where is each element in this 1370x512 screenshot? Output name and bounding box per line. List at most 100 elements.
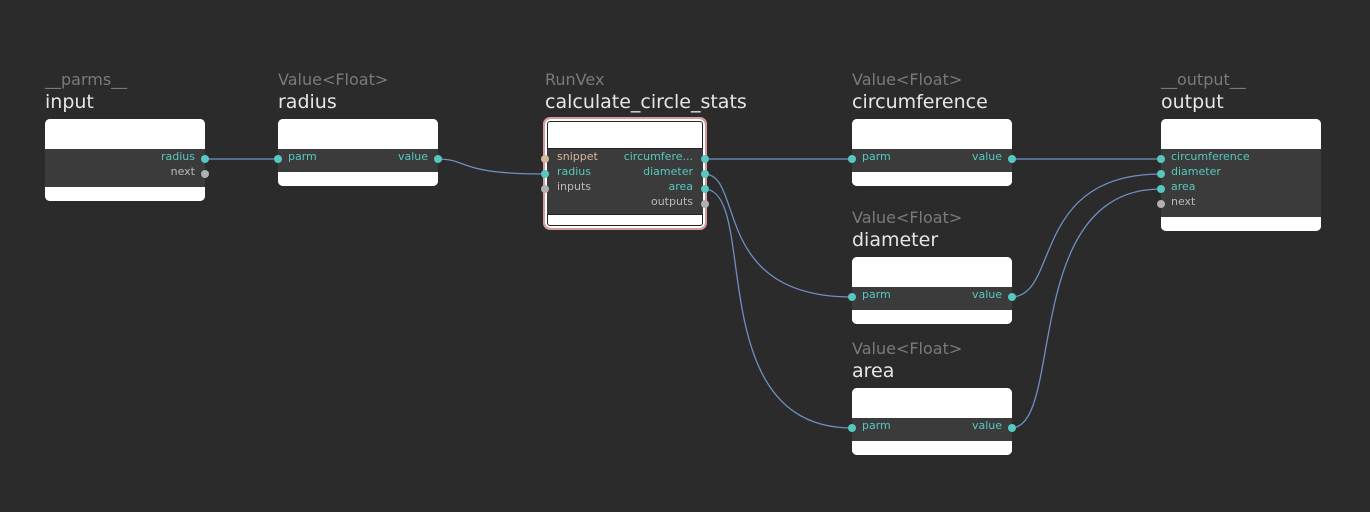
output-port-value[interactable]: [1008, 293, 1016, 301]
node-header[interactable]: [852, 257, 1012, 287]
port-row-outputs: outputs: [547, 194, 703, 209]
node-type-label: __output__: [1161, 70, 1246, 89]
output-port-radius[interactable]: [201, 155, 209, 163]
node-type-label: Value<Float>: [852, 208, 963, 227]
wire-radius-value-to-calc-radius[interactable]: [436, 158, 546, 175]
input-port-radius[interactable]: [541, 170, 549, 178]
output-port-value[interactable]: [434, 155, 442, 163]
port-label: area: [1171, 180, 1196, 193]
output-port-next[interactable]: [201, 170, 209, 178]
input-port-inputs[interactable]: [541, 185, 549, 193]
port-label: diameter: [643, 165, 693, 178]
output-port-value[interactable]: [1008, 155, 1016, 163]
node-box[interactable]: parm value: [852, 257, 1012, 324]
node-box[interactable]: circumference diameter area next: [1161, 119, 1321, 231]
input-port-next[interactable]: [1157, 200, 1165, 208]
output-port-outputs[interactable]: [701, 200, 709, 208]
wire-diameter-value-to-output[interactable]: [1010, 173, 1162, 298]
node-type-label: Value<Float>: [852, 339, 963, 358]
node-header[interactable]: [1161, 119, 1321, 149]
node-header[interactable]: [852, 388, 1012, 418]
output-port-area[interactable]: [701, 185, 709, 193]
port-label: next: [170, 165, 195, 178]
port-row-parm-value: parm value: [852, 149, 1012, 164]
port-label: outputs: [650, 195, 693, 208]
port-row-parm-value: parm value: [852, 418, 1012, 433]
output-port-value[interactable]: [1008, 424, 1016, 432]
wire-area-value-to-output[interactable]: [1010, 188, 1162, 429]
port-label: value: [971, 150, 1002, 163]
node-footer: [45, 187, 205, 201]
port-row-parm-value: parm value: [278, 149, 438, 164]
port-row-snippet-circumference: snippet circumfere...: [547, 149, 703, 164]
input-port-parm[interactable]: [848, 424, 856, 432]
node-input[interactable]: __parms__ input radius next: [45, 70, 209, 201]
node-name-label: calculate_circle_stats: [545, 91, 747, 113]
port-label: area: [668, 180, 693, 193]
node-name-label: input: [45, 91, 94, 113]
port-label: circumference: [1171, 150, 1250, 163]
port-label: parm: [862, 419, 891, 432]
node-circumference[interactable]: Value<Float> circumference parm value: [848, 70, 1016, 186]
node-footer: [1161, 217, 1321, 231]
input-port-parm[interactable]: [848, 293, 856, 301]
input-port-snippet[interactable]: [541, 155, 549, 163]
port-label: value: [397, 150, 428, 163]
node-type-label: __parms__: [45, 70, 128, 89]
port-label: value: [971, 288, 1002, 301]
port-label: parm: [862, 150, 891, 163]
port-label: parm: [862, 288, 891, 301]
node-name-label: output: [1161, 91, 1224, 113]
port-row-parm-value: parm value: [852, 287, 1012, 302]
node-header[interactable]: [547, 121, 703, 149]
node-calculate-circle-stats[interactable]: RunVex calculate_circle_stats snippet ci…: [541, 70, 747, 230]
node-name-label: circumference: [852, 91, 988, 113]
port-row-area: area: [1161, 179, 1321, 194]
port-row-circumference: circumference: [1161, 149, 1321, 164]
port-label: next: [1171, 195, 1196, 208]
node-header[interactable]: [45, 119, 205, 149]
node-radius[interactable]: Value<Float> radius parm value: [274, 70, 442, 186]
port-label: diameter: [1171, 165, 1221, 178]
node-ports: snippet circumfere... radius diameter in…: [547, 149, 703, 214]
input-port-circumference[interactable]: [1157, 155, 1165, 163]
port-row-radius-diameter: radius diameter: [547, 164, 703, 179]
output-port-circumference[interactable]: [701, 155, 709, 163]
node-ports: circumference diameter area next: [1161, 149, 1321, 217]
node-name-label: radius: [278, 91, 337, 113]
port-label: radius: [557, 165, 592, 178]
port-label: inputs: [557, 180, 592, 193]
node-box[interactable]: snippet circumfere... radius diameter in…: [543, 117, 707, 230]
port-label: radius: [160, 150, 195, 163]
node-footer: [852, 441, 1012, 455]
node-footer: [852, 310, 1012, 324]
port-row-next: next: [45, 164, 205, 179]
port-label: circumfere...: [623, 150, 693, 163]
node-box[interactable]: parm value: [278, 119, 438, 186]
port-row-inputs-area: inputs area: [547, 179, 703, 194]
node-output[interactable]: __output__ output circumference diameter…: [1157, 70, 1321, 231]
node-name-label: area: [852, 360, 895, 382]
port-label: parm: [288, 150, 317, 163]
node-ports: parm value: [852, 149, 1012, 172]
input-port-parm[interactable]: [848, 155, 856, 163]
node-footer: [547, 214, 703, 226]
node-type-label: Value<Float>: [852, 70, 963, 89]
node-box[interactable]: parm value: [852, 388, 1012, 455]
input-port-diameter[interactable]: [1157, 170, 1165, 178]
wire-calc-diameter-to-diameter-parm[interactable]: [703, 173, 853, 298]
node-diameter[interactable]: Value<Float> diameter parm value: [848, 208, 1016, 324]
port-row-radius: radius: [45, 149, 205, 164]
output-port-diameter[interactable]: [701, 170, 709, 178]
node-footer: [278, 172, 438, 186]
node-box[interactable]: parm value: [852, 119, 1012, 186]
wire-calc-area-to-area-parm[interactable]: [703, 188, 853, 429]
port-row-diameter: diameter: [1161, 164, 1321, 179]
node-header[interactable]: [852, 119, 1012, 149]
input-port-parm[interactable]: [274, 155, 282, 163]
node-box[interactable]: radius next: [45, 119, 205, 201]
node-header[interactable]: [278, 119, 438, 149]
input-port-area[interactable]: [1157, 185, 1165, 193]
node-area[interactable]: Value<Float> area parm value: [848, 339, 1016, 455]
